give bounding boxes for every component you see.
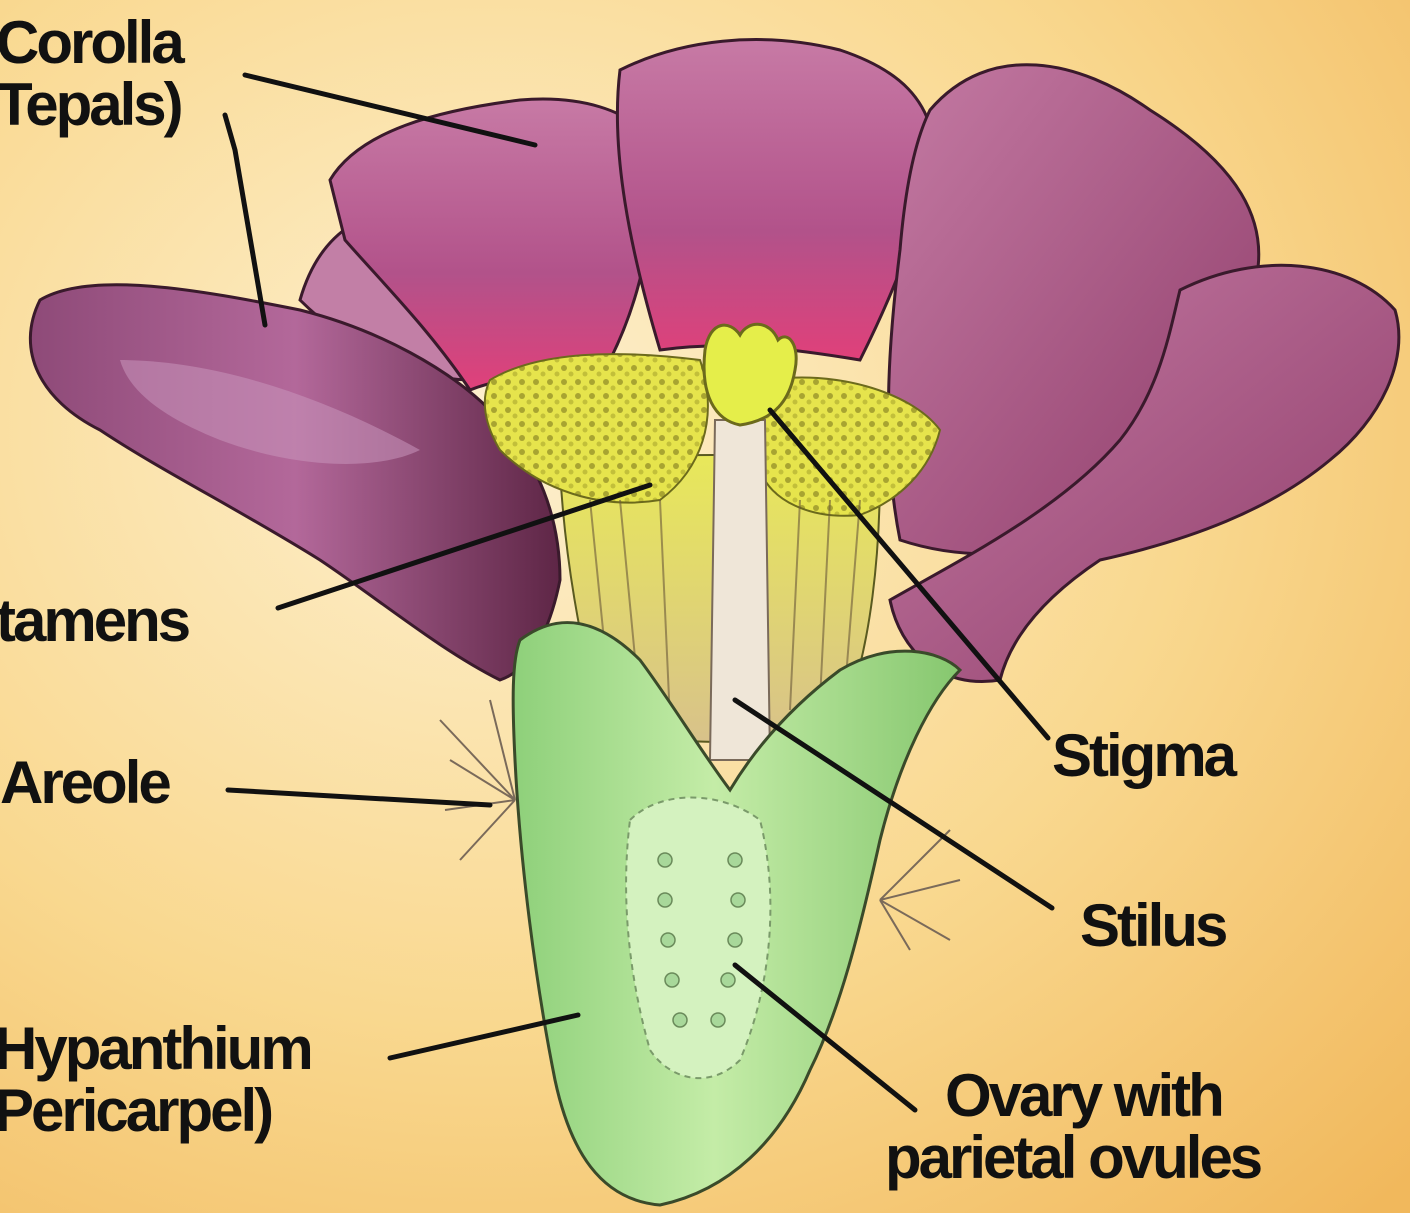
label-hypanthium: Hypanthium Pericarpel) — [0, 1018, 311, 1142]
label-ovary-line2: parietal ovules — [885, 1127, 1260, 1189]
ovary-chamber — [626, 798, 770, 1079]
label-ovary: Ovary with parietal ovules — [885, 1065, 1260, 1189]
label-corolla-line2: Tepals) — [0, 74, 182, 136]
label-stigma-text: Stigma — [1052, 725, 1234, 787]
label-hypanthium-line2: Pericarpel) — [0, 1080, 311, 1142]
label-stigma: Stigma — [1052, 725, 1234, 787]
label-stilus-text: Stilus — [1080, 895, 1225, 957]
label-stamens-text: tamens — [0, 590, 188, 652]
label-areole: Areole — [0, 752, 169, 814]
label-areole-text: Areole — [0, 752, 169, 814]
label-hypanthium-line1: Hypanthium — [0, 1018, 311, 1080]
label-stilus: Stilus — [1080, 895, 1225, 957]
label-stamens: tamens — [0, 590, 188, 652]
label-corolla: Corolla Tepals) — [0, 12, 182, 136]
label-corolla-line1: Corolla — [0, 12, 182, 74]
label-ovary-line1: Ovary with — [885, 1065, 1260, 1127]
stilus — [710, 420, 770, 760]
